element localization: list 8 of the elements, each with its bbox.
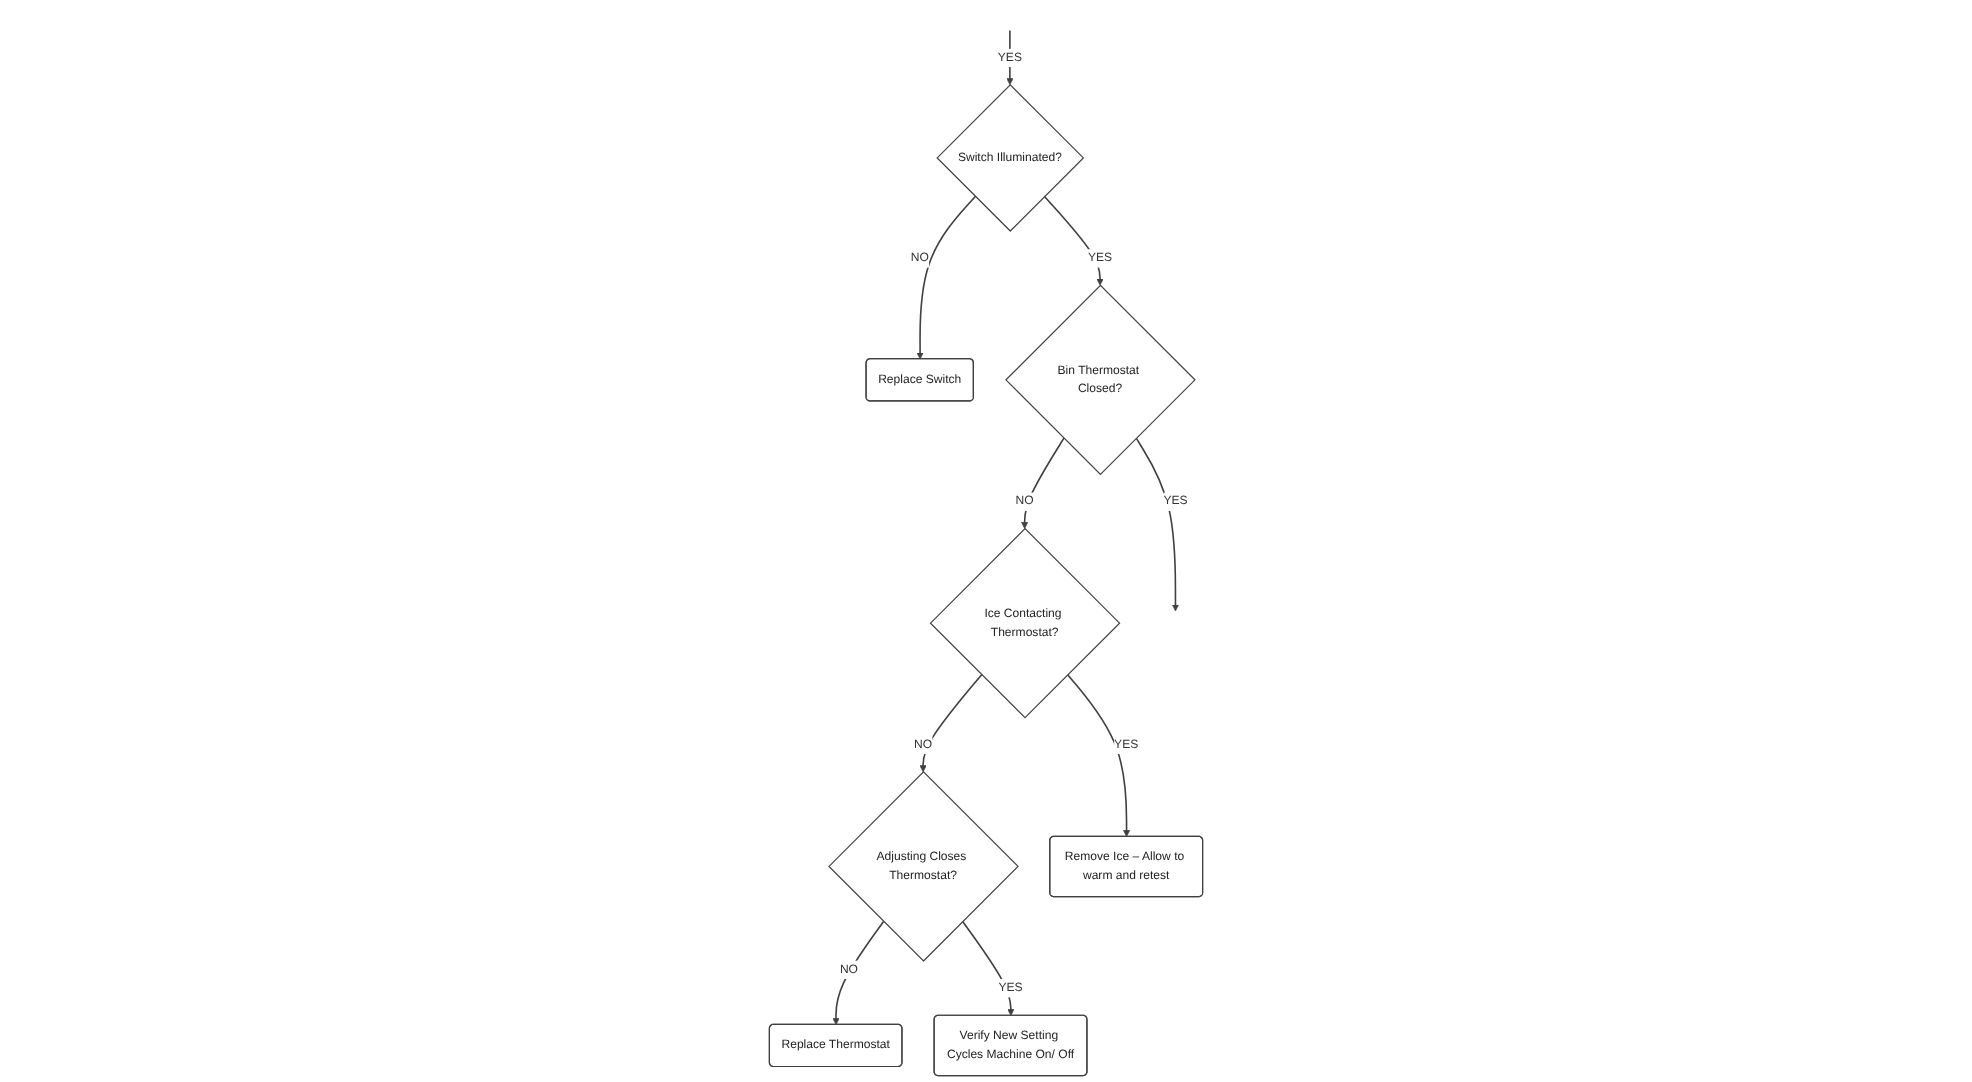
arrow (832, 920, 885, 1025)
arrow (1043, 195, 1104, 286)
arrow (1021, 437, 1065, 529)
arrow (916, 195, 977, 360)
arrow (961, 920, 1015, 1016)
arrow (1066, 673, 1131, 837)
arrow (1135, 437, 1179, 612)
arrow (919, 673, 983, 773)
